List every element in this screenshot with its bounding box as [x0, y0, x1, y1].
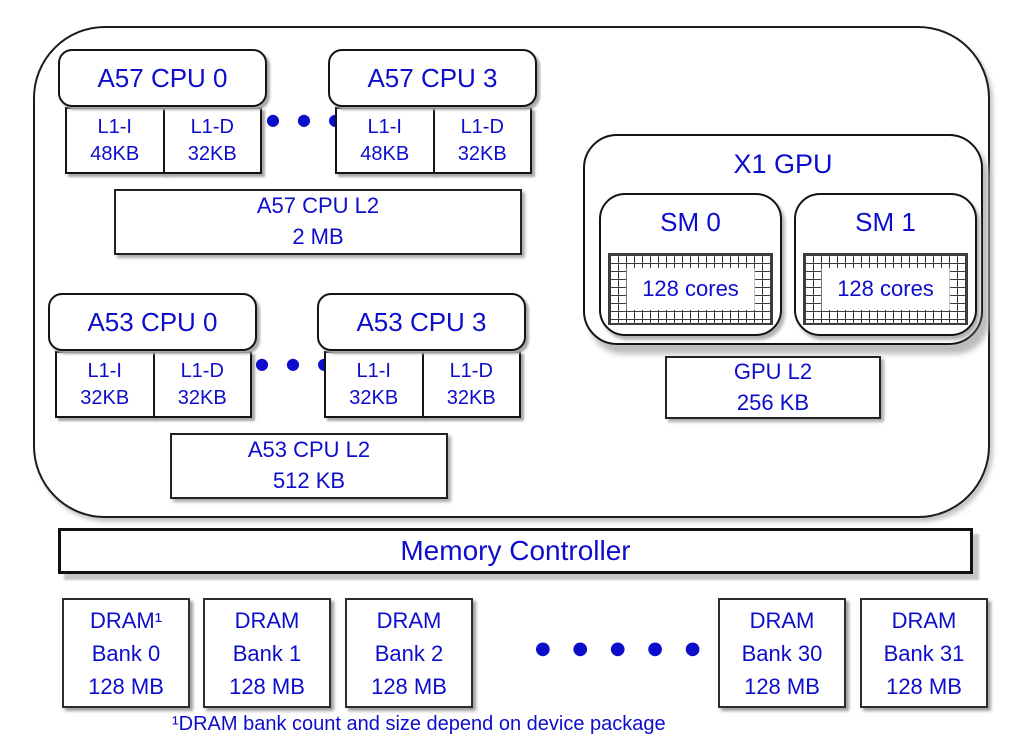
a57-cpu0-box: A57 CPU 0 [58, 49, 267, 107]
a53-l2-label: A53 CPU L2 [247, 437, 371, 463]
a57-cpu0-l1-row: L1-I 48KB L1-D 32KB [65, 107, 262, 174]
l1d-size: 32KB [446, 386, 496, 409]
a57-l2-box: A57 CPU L2 2 MB [114, 189, 522, 255]
dram-label: DRAM [376, 607, 442, 633]
a53-cpu0-l1i-box: L1-I 32KB [55, 351, 155, 418]
a57-cpu0-l1d-box: L1-D 32KB [162, 107, 262, 174]
dram-label: DRAM [749, 607, 815, 633]
bank-size: 128 MB [371, 673, 447, 699]
gpu-title: X1 GPU [733, 149, 833, 179]
l1i-size: 32KB [80, 386, 130, 409]
l1d-label: L1-D [460, 115, 504, 138]
a57-cpu3-l1-row: L1-I 48KB L1-D 32KB [335, 107, 532, 174]
gpu-l2-label: GPU L2 [733, 358, 813, 384]
l1i-label: L1-I [97, 115, 132, 138]
a53-l2-size: 512 KB [272, 468, 346, 493]
dram-label: DRAM¹ [89, 607, 163, 633]
a53-cpu3-title: A53 CPU 3 [356, 306, 487, 337]
l1i-label: L1-I [87, 359, 122, 382]
a53-cpu0-title: A53 CPU 0 [87, 306, 218, 337]
dram-bank-2-box: DRAM Bank 2 128 MB [345, 598, 473, 708]
bank-size: 128 MB [886, 673, 962, 699]
a53-cpu3-box: A53 CPU 3 [317, 293, 526, 351]
sm0-title: SM 0 [660, 207, 721, 237]
sm1-title: SM 1 [855, 207, 916, 237]
bank-size: 128 MB [229, 673, 305, 699]
l1i-size: 48KB [360, 142, 410, 165]
dram-ellipsis-dots: ● ● ● ● ● [535, 638, 709, 659]
memory-controller-label: Memory Controller [400, 535, 631, 566]
gpu-box: X1 GPU SM 0 128 cores SM 1 128 cores [583, 134, 983, 345]
a53-cpu3-l1d-box: L1-D 32KB [421, 351, 521, 418]
gpu-l2-size: 256 KB [736, 389, 810, 415]
sm0-cores-grid: 128 cores [608, 253, 773, 325]
l1i-label: L1-I [367, 115, 402, 138]
l1d-size: 32KB [177, 386, 227, 409]
a57-cpu3-l1i-box: L1-I 48KB [335, 107, 435, 174]
gpu-l2-box: GPU L2 256 KB [665, 356, 881, 419]
dram-footnote: ¹DRAM bank count and size depend on devi… [172, 713, 666, 735]
a57-cpu0-l1i-box: L1-I 48KB [65, 107, 165, 174]
a57-ellipsis-dots: ● ● ● [266, 110, 349, 129]
dram-bank-0-box: DRAM¹ Bank 0 128 MB [62, 598, 190, 708]
a53-cpu3-l1-row: L1-I 32KB L1-D 32KB [324, 351, 521, 418]
l1i-size: 32KB [349, 386, 399, 409]
bank-number: Bank 30 [741, 640, 823, 666]
l1i-size: 48KB [90, 142, 140, 165]
sm1-box: SM 1 128 cores [794, 193, 977, 336]
sm1-cores-label: 128 cores [821, 268, 950, 310]
a57-cpu3-l1d-box: L1-D 32KB [432, 107, 532, 174]
bank-size: 128 MB [88, 673, 164, 699]
a57-l2-size: 2 MB [292, 224, 344, 249]
a57-cpu3-box: A57 CPU 3 [328, 49, 537, 107]
bank-size: 128 MB [744, 673, 820, 699]
l1d-label: L1-D [449, 359, 493, 382]
a57-cpu3-title: A57 CPU 3 [367, 62, 498, 93]
sm0-box: SM 0 128 cores [599, 193, 782, 336]
bank-number: Bank 2 [374, 640, 444, 666]
a53-cpu0-l1d-box: L1-D 32KB [152, 351, 252, 418]
l1d-size: 32KB [457, 142, 507, 165]
a53-ellipsis-dots: ● ● ● [255, 354, 338, 373]
dram-bank-31-box: DRAM Bank 31 128 MB [860, 598, 988, 708]
a53-cpu3-l1i-box: L1-I 32KB [324, 351, 424, 418]
l1d-label: L1-D [190, 115, 234, 138]
dram-label: DRAM [891, 607, 957, 633]
sm1-cores-grid: 128 cores [803, 253, 968, 325]
l1d-size: 32KB [187, 142, 237, 165]
dram-bank-30-box: DRAM Bank 30 128 MB [718, 598, 846, 708]
a53-cpu0-box: A53 CPU 0 [48, 293, 257, 351]
l1d-label: L1-D [180, 359, 224, 382]
a53-l2-box: A53 CPU L2 512 KB [170, 433, 448, 499]
dram-bank-1-box: DRAM Bank 1 128 MB [203, 598, 331, 708]
bank-number: Bank 0 [91, 640, 161, 666]
a57-l2-label: A57 CPU L2 [256, 193, 380, 219]
a57-cpu0-title: A57 CPU 0 [97, 62, 228, 93]
a53-cpu0-l1-row: L1-I 32KB L1-D 32KB [55, 351, 252, 418]
sm0-cores-label: 128 cores [626, 268, 755, 310]
memory-controller-bar: Memory Controller [58, 528, 973, 574]
dram-label: DRAM [234, 607, 300, 633]
bank-number: Bank 31 [883, 640, 965, 666]
bank-number: Bank 1 [232, 640, 302, 666]
l1i-label: L1-I [356, 359, 391, 382]
